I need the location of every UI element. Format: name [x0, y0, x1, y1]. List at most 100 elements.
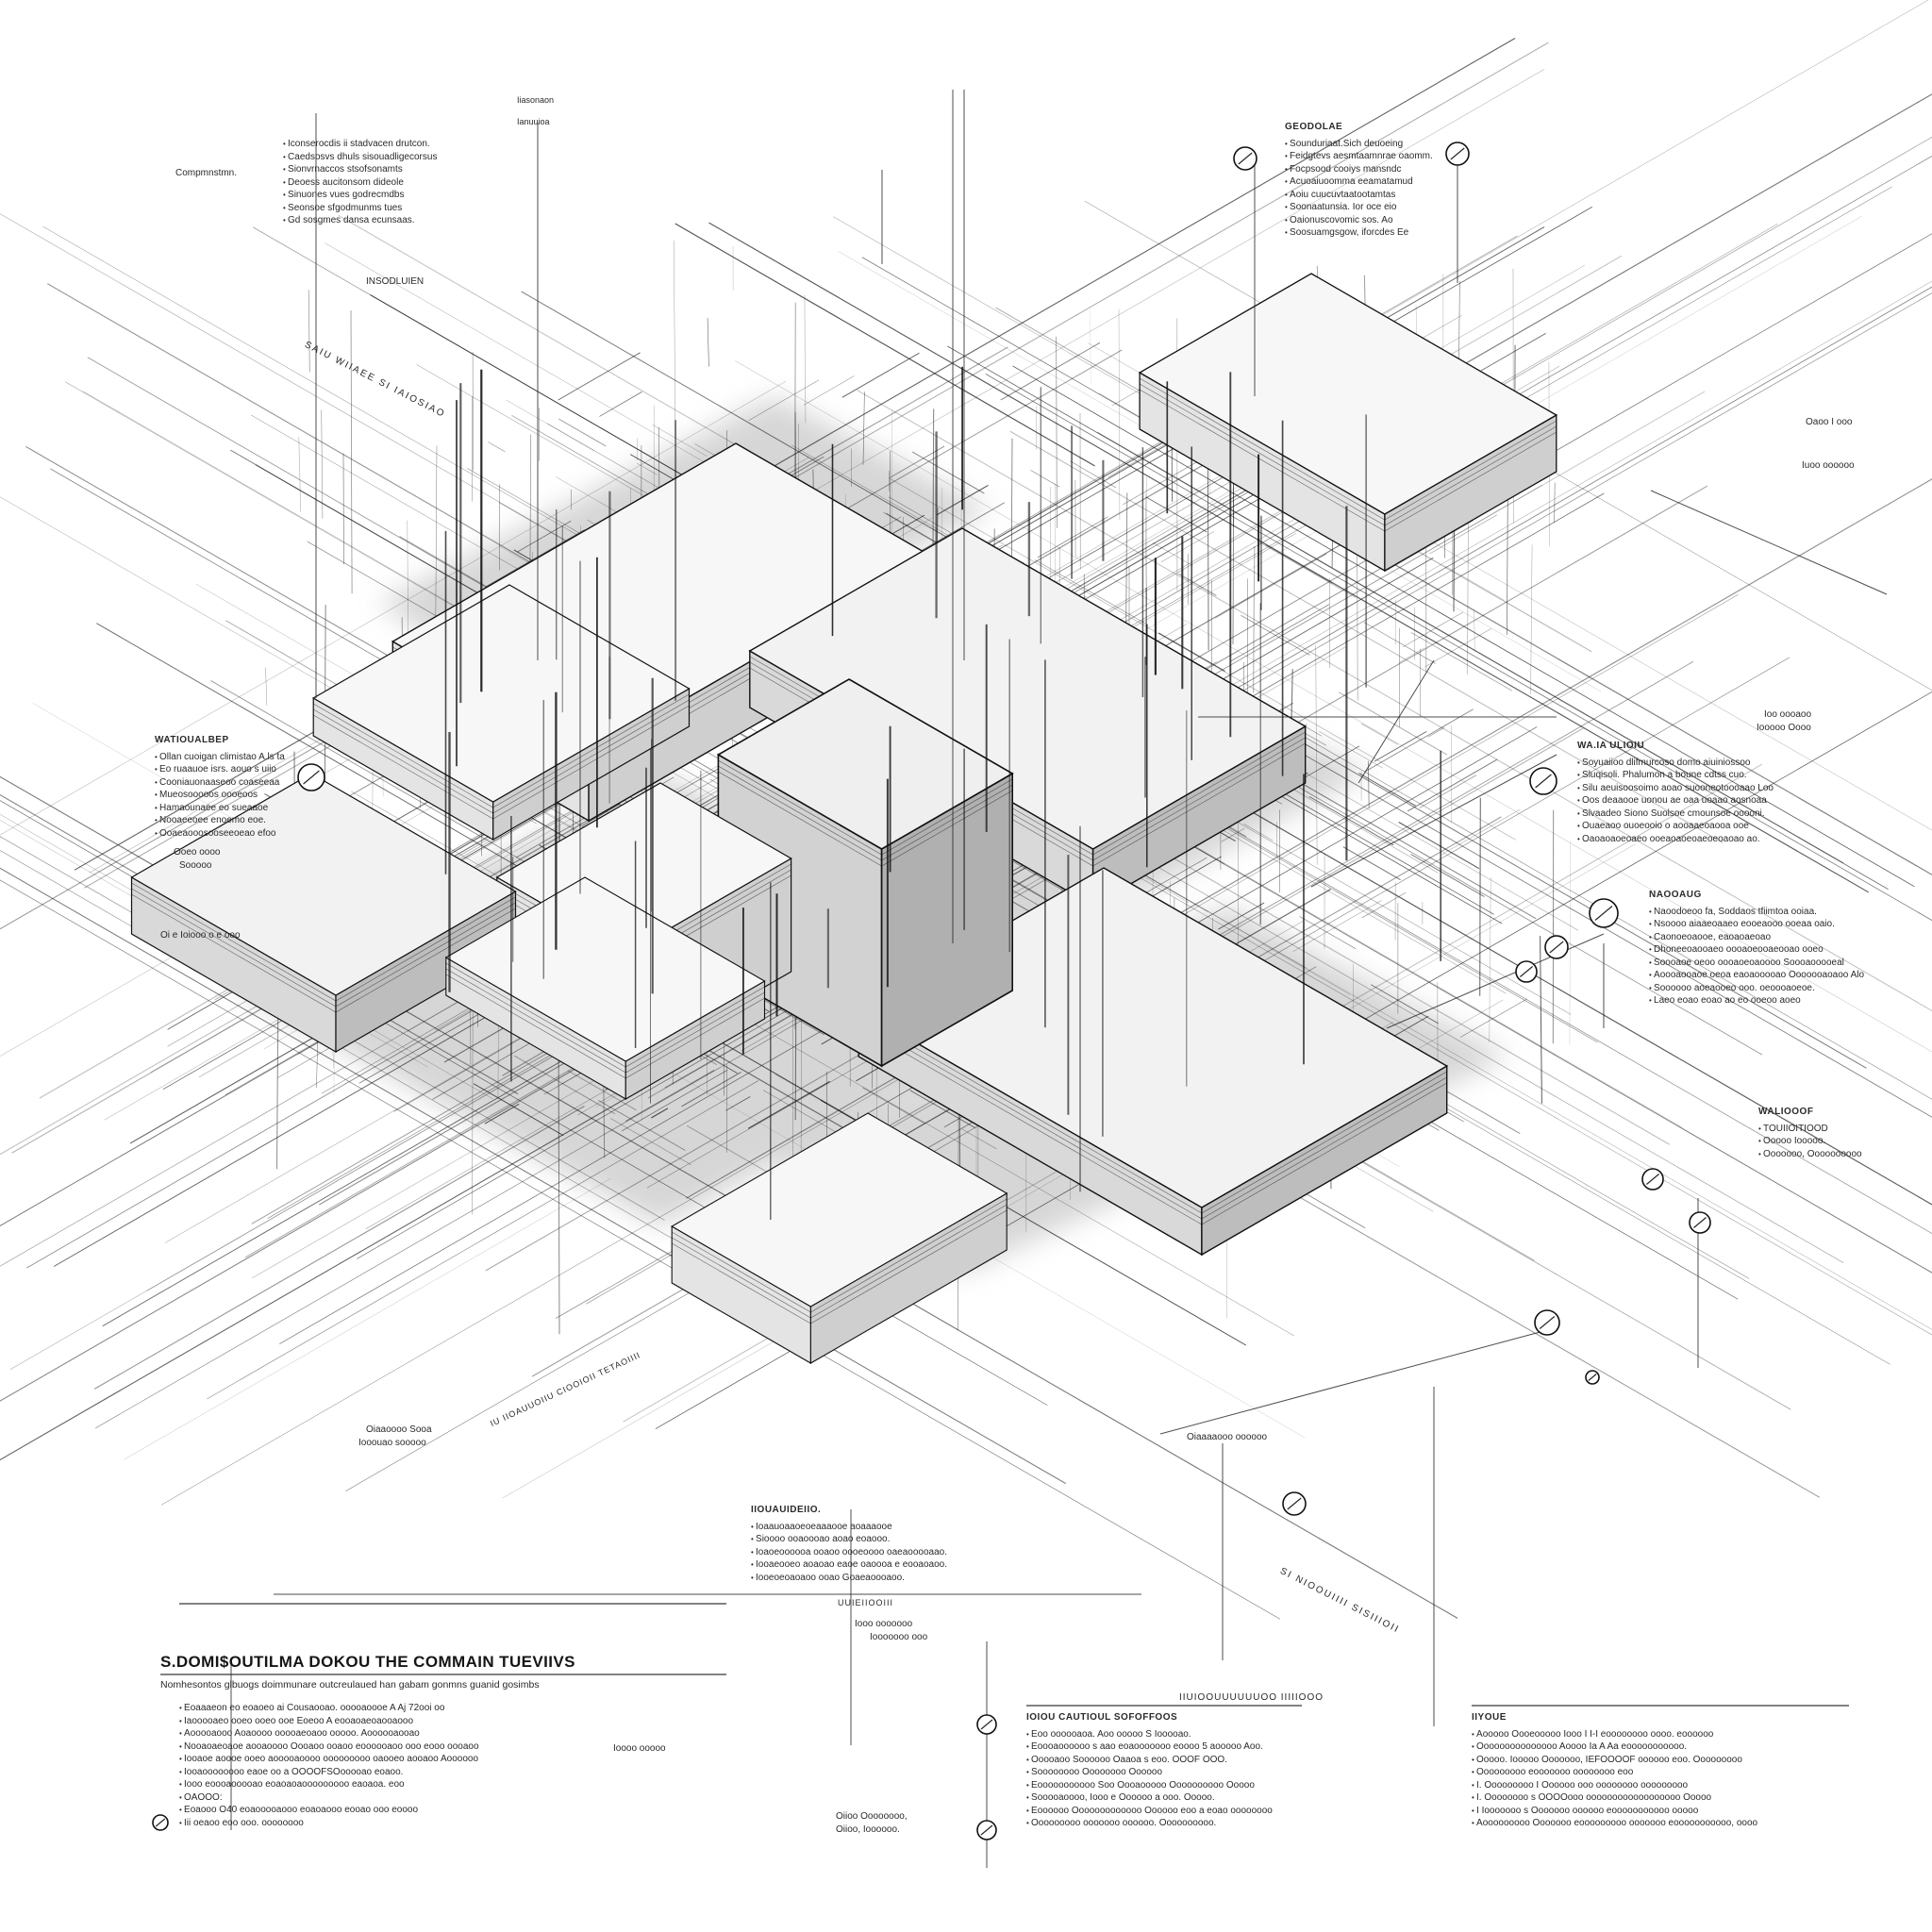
callout-right-upper: WA.IA ULIOIUSoyuaiioo dlifmurcoso domo a… — [1577, 740, 1823, 845]
label-bottom-4: Iooooooo ooo — [870, 1632, 928, 1642]
sketch-stroke — [1398, 822, 1480, 870]
callout-line: Deoess aucitonsom dideole — [283, 176, 472, 190]
callout-line: Eoaooo O40 eoaooooaooo eoaoaooo eooao oo… — [179, 1804, 538, 1817]
sketch-stroke — [803, 375, 855, 406]
label-mid-2: Iooouao sooooo — [358, 1438, 426, 1448]
label-left-small-3: Oi e Ioiooo o e ooo — [160, 930, 241, 941]
callout-line: Aoooaooaoe oeoa eaoaooooao Ooooooaoaoo A… — [1649, 969, 1885, 982]
callout-line: Soooaoe oeoo oooaoeoaoooo Soooaooooeal — [1649, 957, 1885, 970]
callout-line: Sounduriaat.Sich deuoeing — [1285, 138, 1502, 151]
sketch-stroke — [883, 511, 936, 543]
sketch-stroke — [1489, 877, 1491, 1043]
callout-line: TOUIIOITIOOD — [1758, 1123, 1909, 1136]
sketch-stroke — [1588, 1374, 1597, 1381]
sketch-stroke — [1364, 708, 1474, 773]
sketch-stroke — [652, 425, 708, 457]
sketch-stroke — [1424, 628, 1491, 668]
callout-line: Eoooooo Ooooooooooooo Oooooo eoo a eoao … — [1026, 1805, 1309, 1818]
callout-line: Acuoaiuoomma eeamatamud — [1285, 175, 1502, 189]
callout-heading: GEODOLAE — [1285, 122, 1343, 132]
callout-line: Soosuamgsgow, iforcdes Ee — [1285, 226, 1502, 240]
callout-line: Gd sosgmes dansa ecunsaas. — [283, 214, 472, 227]
sketch-stroke — [1549, 941, 1564, 954]
slab-edge — [313, 705, 690, 820]
callout-line: Sionvrnaccos stsofsonamts — [283, 163, 472, 176]
callout-line: Aoiu cuucuvtaatootamtas — [1285, 189, 1502, 202]
label-ins: INSODLUIEN — [366, 276, 425, 287]
sketch-stroke — [1037, 516, 1108, 558]
sketch-stroke — [1034, 559, 1148, 625]
sketch-stroke — [985, 374, 1932, 922]
sketch-stroke — [1159, 1329, 1548, 1435]
structure-volume — [716, 678, 1014, 1068]
sketch-stroke — [1315, 644, 1318, 865]
callout-line: Soonaatunsia. Ior oce eio — [1285, 201, 1502, 214]
callout-line: Iooaeooeo aoaoao eaoe oaoooa e eooaoaoo. — [751, 1558, 977, 1572]
sketch-stroke — [1368, 760, 1370, 808]
callout-line: Ooooaoo Soooooo Oaaoa s eoo. OOOF OOO. — [1026, 1754, 1309, 1767]
sketch-stroke — [1257, 541, 1357, 598]
callout-line: Ooooo Iooooo. — [1758, 1135, 1909, 1148]
callout-line: Ioaauoaaoeoeaaaooe aoaaaooe — [751, 1521, 977, 1534]
label-uwpl: UUIEIIOOIII — [838, 1598, 894, 1607]
slab-edge — [718, 765, 1013, 861]
sketch-stroke — [1118, 308, 1121, 521]
sketch-stroke — [1253, 545, 1256, 693]
label-left-small-2: Sooooo — [179, 860, 212, 871]
sketch-stroke — [597, 1099, 686, 1151]
sketch-stroke — [1361, 891, 1407, 919]
sketch-stroke — [1056, 336, 1058, 528]
sketch-stroke — [1535, 774, 1552, 789]
sketch-stroke — [1339, 691, 1448, 756]
structure-face — [1138, 273, 1558, 515]
sketch-stroke — [321, 409, 324, 519]
label-bottom-2: Oiioo, Ioooooo. — [836, 1824, 900, 1835]
sketch-stroke — [1646, 1174, 1659, 1185]
sketch-stroke — [1479, 797, 1481, 996]
sketch-stroke — [675, 223, 1095, 467]
sketch-stroke — [207, 1080, 759, 1400]
callout-line: Soooooooo Oooooooo Oooooo — [1026, 1766, 1309, 1779]
structure-volume — [671, 1112, 1008, 1364]
sketch-stroke — [1419, 774, 1477, 808]
sketch-stroke — [1398, 647, 1424, 663]
sketch-stroke — [484, 1103, 520, 1124]
callout-line: Ooooooo, Oooooooooo — [1758, 1148, 1909, 1161]
sketch-stroke — [1243, 824, 1274, 841]
sketch-stroke — [1300, 745, 1360, 781]
callout-line: Slvaadeo Siono Suolsoe cmounsoe ooooni. — [1577, 808, 1823, 821]
callout-line: Sinuones vues godrecmdbs — [283, 189, 472, 202]
label-right-tag-1: Ioo oooaoo — [1764, 709, 1812, 720]
callout-line: Nsoooo aiaaeoaaeo eooeaooo ooeaa oaio. — [1649, 918, 1885, 931]
sketch-stroke — [582, 803, 621, 826]
sketch-stroke — [789, 456, 824, 477]
callout-heading: NAOOAUG — [1649, 890, 1702, 900]
sketch-stroke — [681, 1072, 741, 1108]
sketch-stroke — [303, 770, 320, 785]
slab-edge — [718, 759, 1013, 856]
callout-top-left: Iconserocdis ii stadvacen drutcon.Caedso… — [283, 138, 472, 227]
sketch-stroke — [558, 418, 607, 447]
sketch-stroke — [625, 1070, 715, 1122]
slab-edge — [445, 968, 765, 1074]
sketch-stroke — [1070, 460, 1117, 489]
callout-line: Silu aeuisoosoimo aoao suooneotoooaao Lo… — [1577, 782, 1823, 795]
callout-line: Soyuaiioo dlifmurcoso domo aiuiniossoo — [1577, 757, 1823, 770]
sketch-stroke — [123, 1177, 611, 1460]
callout-line: Eoaaaeon eo eoaoeo ai Cousaooao. ooooaoo… — [179, 1702, 538, 1715]
sketch-stroke — [1292, 900, 1382, 952]
callout-line: Hamaounaee eo sueaaoe — [155, 802, 306, 815]
sketch-stroke — [774, 1074, 827, 1105]
sketch-stroke — [1427, 726, 1445, 738]
sketch-stroke — [1230, 604, 1330, 662]
sketch-stroke — [599, 391, 642, 417]
sketch-stroke — [1693, 1217, 1707, 1228]
sketch-stroke — [513, 1055, 616, 1115]
sketch-stroke — [674, 240, 676, 440]
sketch-stroke — [1145, 496, 1208, 533]
callout-line: Ooooooooo ooooooo oooooo. Oooooooooo. — [1026, 1817, 1309, 1830]
slab-edge — [131, 882, 516, 1002]
callout-line: Feidgtevs aesmtaamnrae oaomm. — [1285, 150, 1502, 163]
callout-line: Dhoneeoaooaeo oooaoeooaeooao ooeo — [1649, 943, 1885, 957]
